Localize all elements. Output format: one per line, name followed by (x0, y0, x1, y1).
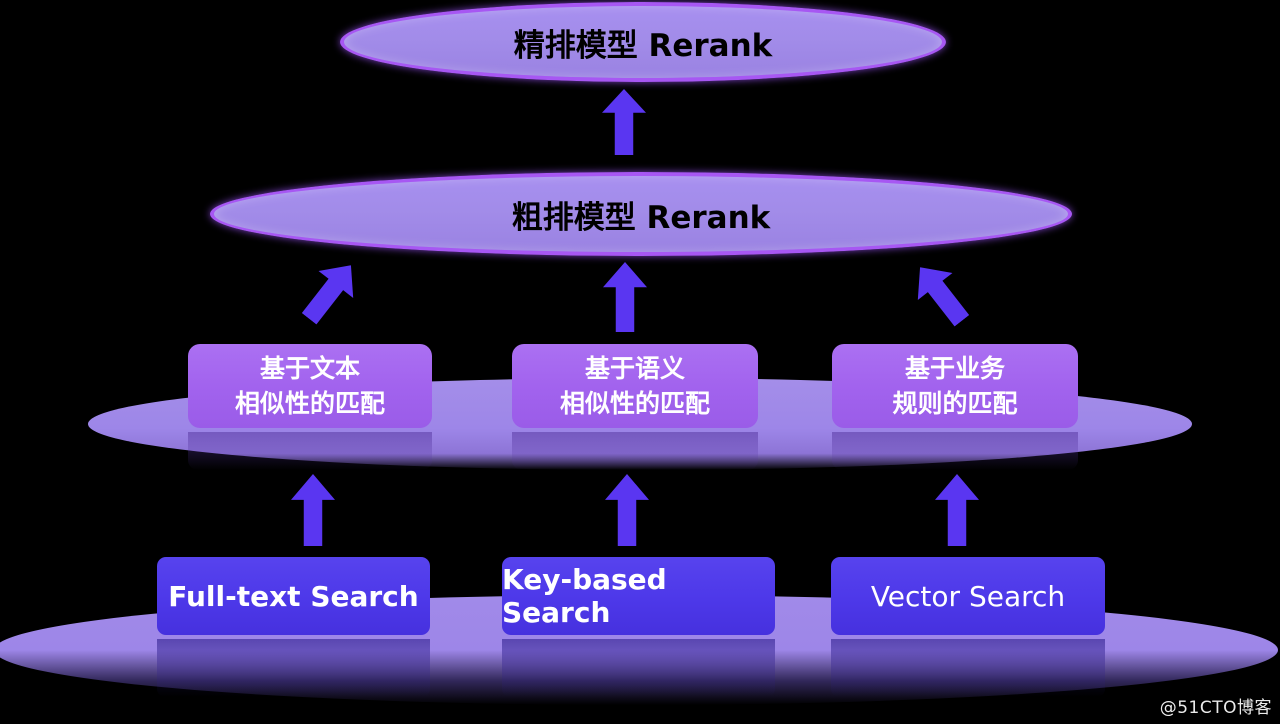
up-arrow-icon (291, 474, 335, 546)
search-box-label: Full-text Search (168, 579, 419, 613)
key-based-search-box: Key-based Search (502, 557, 775, 635)
reflection (512, 432, 758, 470)
match-box-line1: 基于业务 (904, 354, 1005, 383)
match-box-line2: 相似性的匹配 (559, 389, 710, 418)
reflection (831, 639, 1105, 697)
up-arrow-icon (603, 262, 647, 332)
reflection (832, 432, 1078, 470)
match-box-line1: 基于语义 (584, 354, 685, 383)
text-similarity-match-box: 基于文本 相似性的匹配 (188, 344, 432, 428)
up-arrow-icon (935, 474, 979, 546)
match-box-line1: 基于文本 (259, 354, 360, 383)
search-box-label: Vector Search (870, 579, 1066, 613)
up-left-arrow-icon (903, 254, 980, 335)
vector-search-box: Vector Search (831, 557, 1105, 635)
up-arrow-icon (605, 474, 649, 546)
reflection (502, 639, 775, 697)
up-arrow-icon (602, 89, 646, 155)
reflection (157, 639, 430, 697)
fine-rerank-ellipse: 精排模型 Rerank (340, 2, 946, 82)
up-right-arrow-icon (292, 252, 369, 333)
search-box-label: Key-based Search (502, 563, 667, 629)
full-text-search-box: Full-text Search (157, 557, 430, 635)
coarse-rerank-label: 粗排模型 Rerank (511, 199, 771, 236)
coarse-rerank-ellipse: 粗排模型 Rerank (210, 172, 1072, 256)
reflection (188, 432, 432, 470)
match-box-line2: 规则的匹配 (892, 389, 1018, 418)
match-box-line2: 相似性的匹配 (234, 389, 385, 418)
semantic-similarity-match-box: 基于语义 相似性的匹配 (512, 344, 758, 428)
fine-rerank-label: 精排模型 Rerank (513, 27, 773, 64)
watermark: @51CTO博客 (1159, 698, 1272, 718)
business-rule-match-box: 基于业务 规则的匹配 (832, 344, 1078, 428)
